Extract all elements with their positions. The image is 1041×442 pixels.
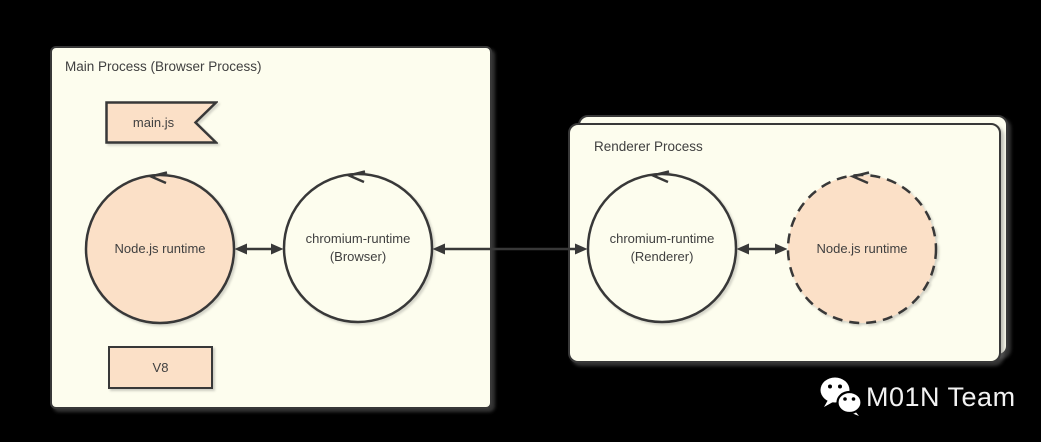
renderer-process-title: Renderer Process: [594, 139, 703, 154]
banner-flag-icon: [105, 101, 218, 144]
loop-arrow-icon: [849, 171, 870, 185]
chromium-runtime-renderer-circle: chromium-runtime (Renderer): [584, 170, 740, 326]
team-name: M01N Team: [866, 381, 1016, 412]
node-runtime-circle-renderer: Node.js runtime: [784, 171, 940, 327]
chromium-runtime-browser-circle: chromium-runtime (Browser): [280, 170, 436, 326]
main-process-title: Main Process (Browser Process): [65, 59, 262, 74]
node-runtime-circle-main: Node.js runtime: [82, 171, 238, 327]
wechat-icon: [820, 377, 863, 416]
arrow-browser-to-renderer: [432, 242, 588, 256]
arrow-node-to-chromium-browser: [234, 242, 284, 256]
footer-watermark: M01N Team: [818, 374, 1016, 420]
loop-arrow-icon: [649, 170, 670, 184]
v8-label: V8: [152, 360, 169, 375]
arrow-renderer-to-node: [736, 242, 788, 256]
v8-box: V8: [108, 346, 213, 389]
loop-arrow-icon: [345, 170, 366, 184]
mainjs-banner: main.js: [105, 101, 218, 144]
loop-arrow-icon: [147, 171, 168, 185]
